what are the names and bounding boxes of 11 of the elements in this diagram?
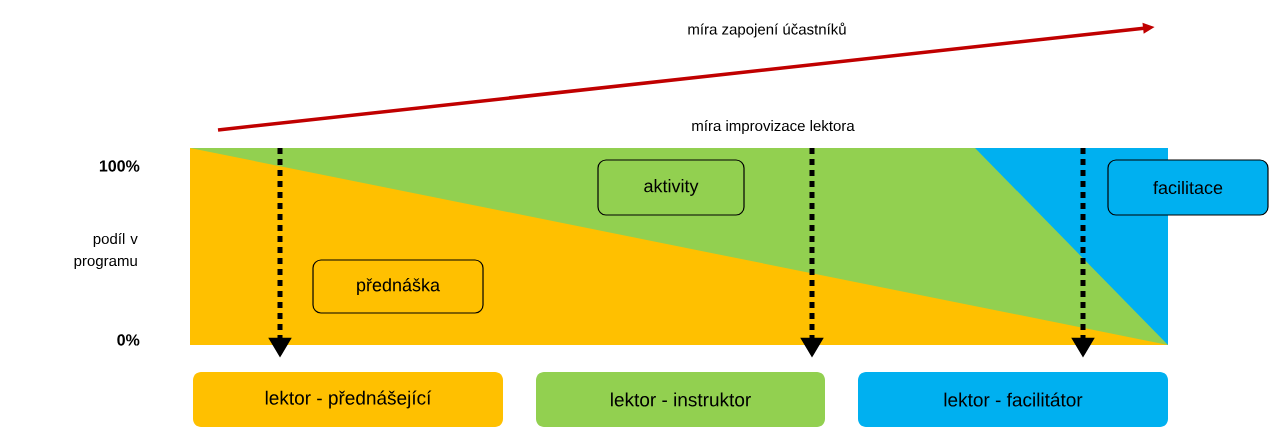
axis-title: míra zapojení účastníků (688, 22, 846, 38)
axis-title: míra improvizace lektora (692, 119, 855, 135)
role-box: lektor - instruktor (536, 372, 825, 427)
role-box: lektor - facilitátor (858, 372, 1168, 427)
axis-tick-label: 0% (117, 334, 140, 346)
area-label-box: aktivity (597, 159, 745, 216)
axis-label: podíl v programu (74, 232, 138, 270)
axis-tick-label: 100% (99, 160, 140, 172)
area-label-box: facilitace (1107, 159, 1269, 216)
area-label-box: přednáška (312, 259, 484, 314)
role-box: lektor - přednášející (193, 372, 503, 427)
